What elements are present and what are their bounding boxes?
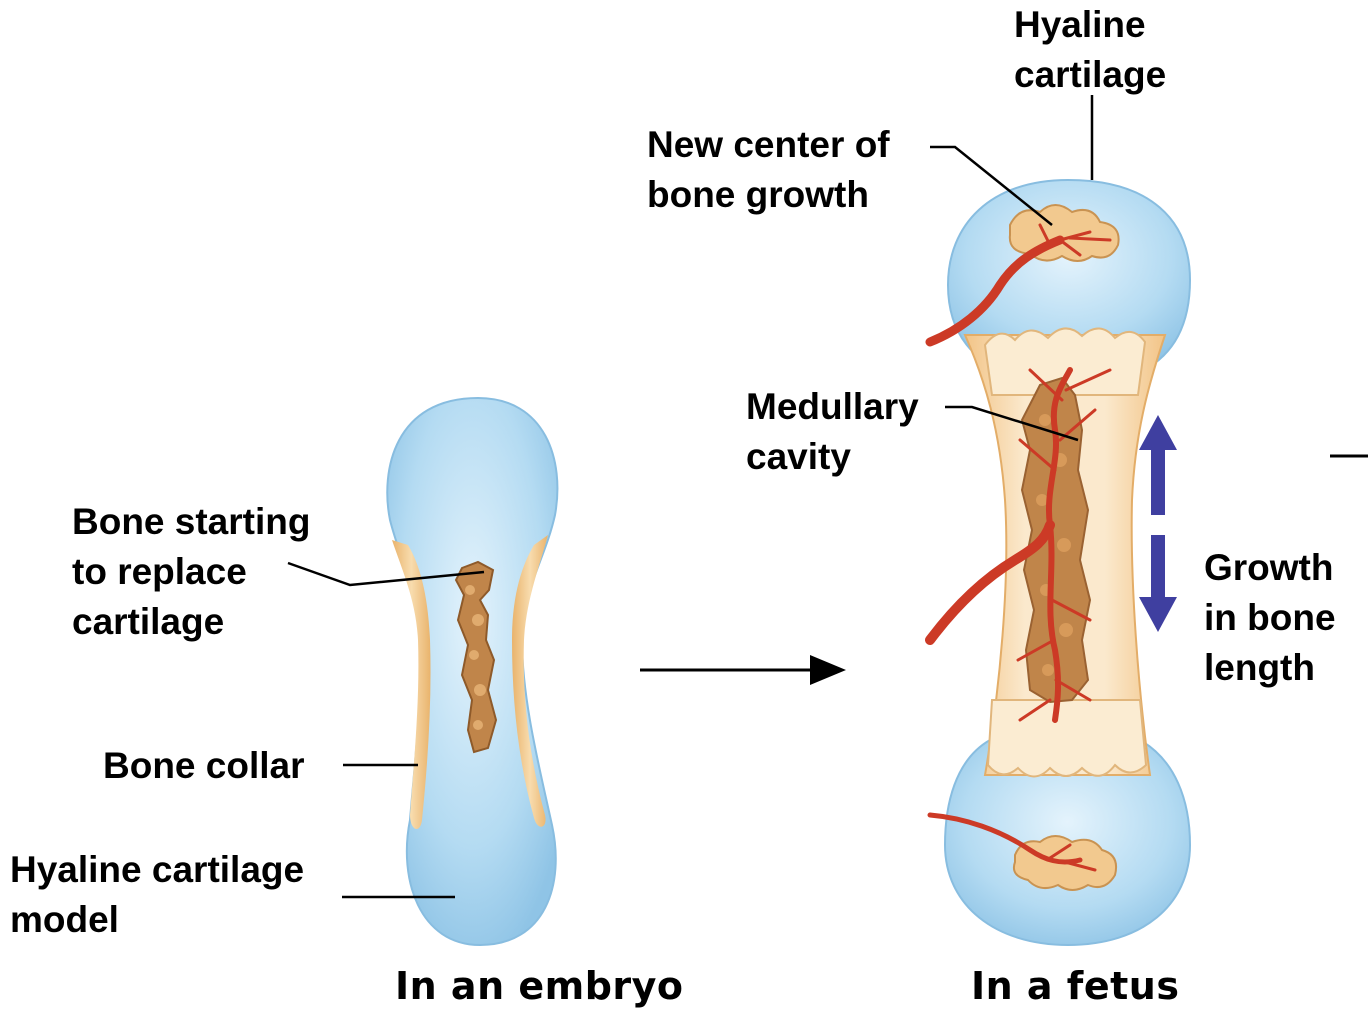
label-hyaline-cartilage: Hyaline cartilage (1014, 0, 1166, 100)
growth-arrow-down-shaft (1151, 535, 1165, 605)
fetus-spongy-bone-bottom (988, 700, 1146, 777)
label-medullary-cavity: Medullary cavity (746, 382, 919, 482)
growth-arrow-up-head (1139, 415, 1177, 450)
growth-arrow-down-head (1139, 597, 1177, 632)
label-growth-in-bone-length: Growth in bone length (1204, 543, 1336, 693)
label-bone-collar: Bone collar (103, 741, 305, 791)
label-new-center: New center of bone growth (647, 120, 890, 220)
embryo-bone (387, 398, 557, 945)
caption-embryo: In an embryo (395, 964, 684, 1008)
label-bone-starting: Bone starting to replace cartilage (72, 497, 310, 647)
caption-fetus: In a fetus (971, 964, 1179, 1008)
growth-arrow (1139, 415, 1177, 632)
growth-arrow-up-shaft (1151, 440, 1165, 515)
label-hyaline-cartilage-model: Hyaline cartilage model (10, 845, 304, 945)
